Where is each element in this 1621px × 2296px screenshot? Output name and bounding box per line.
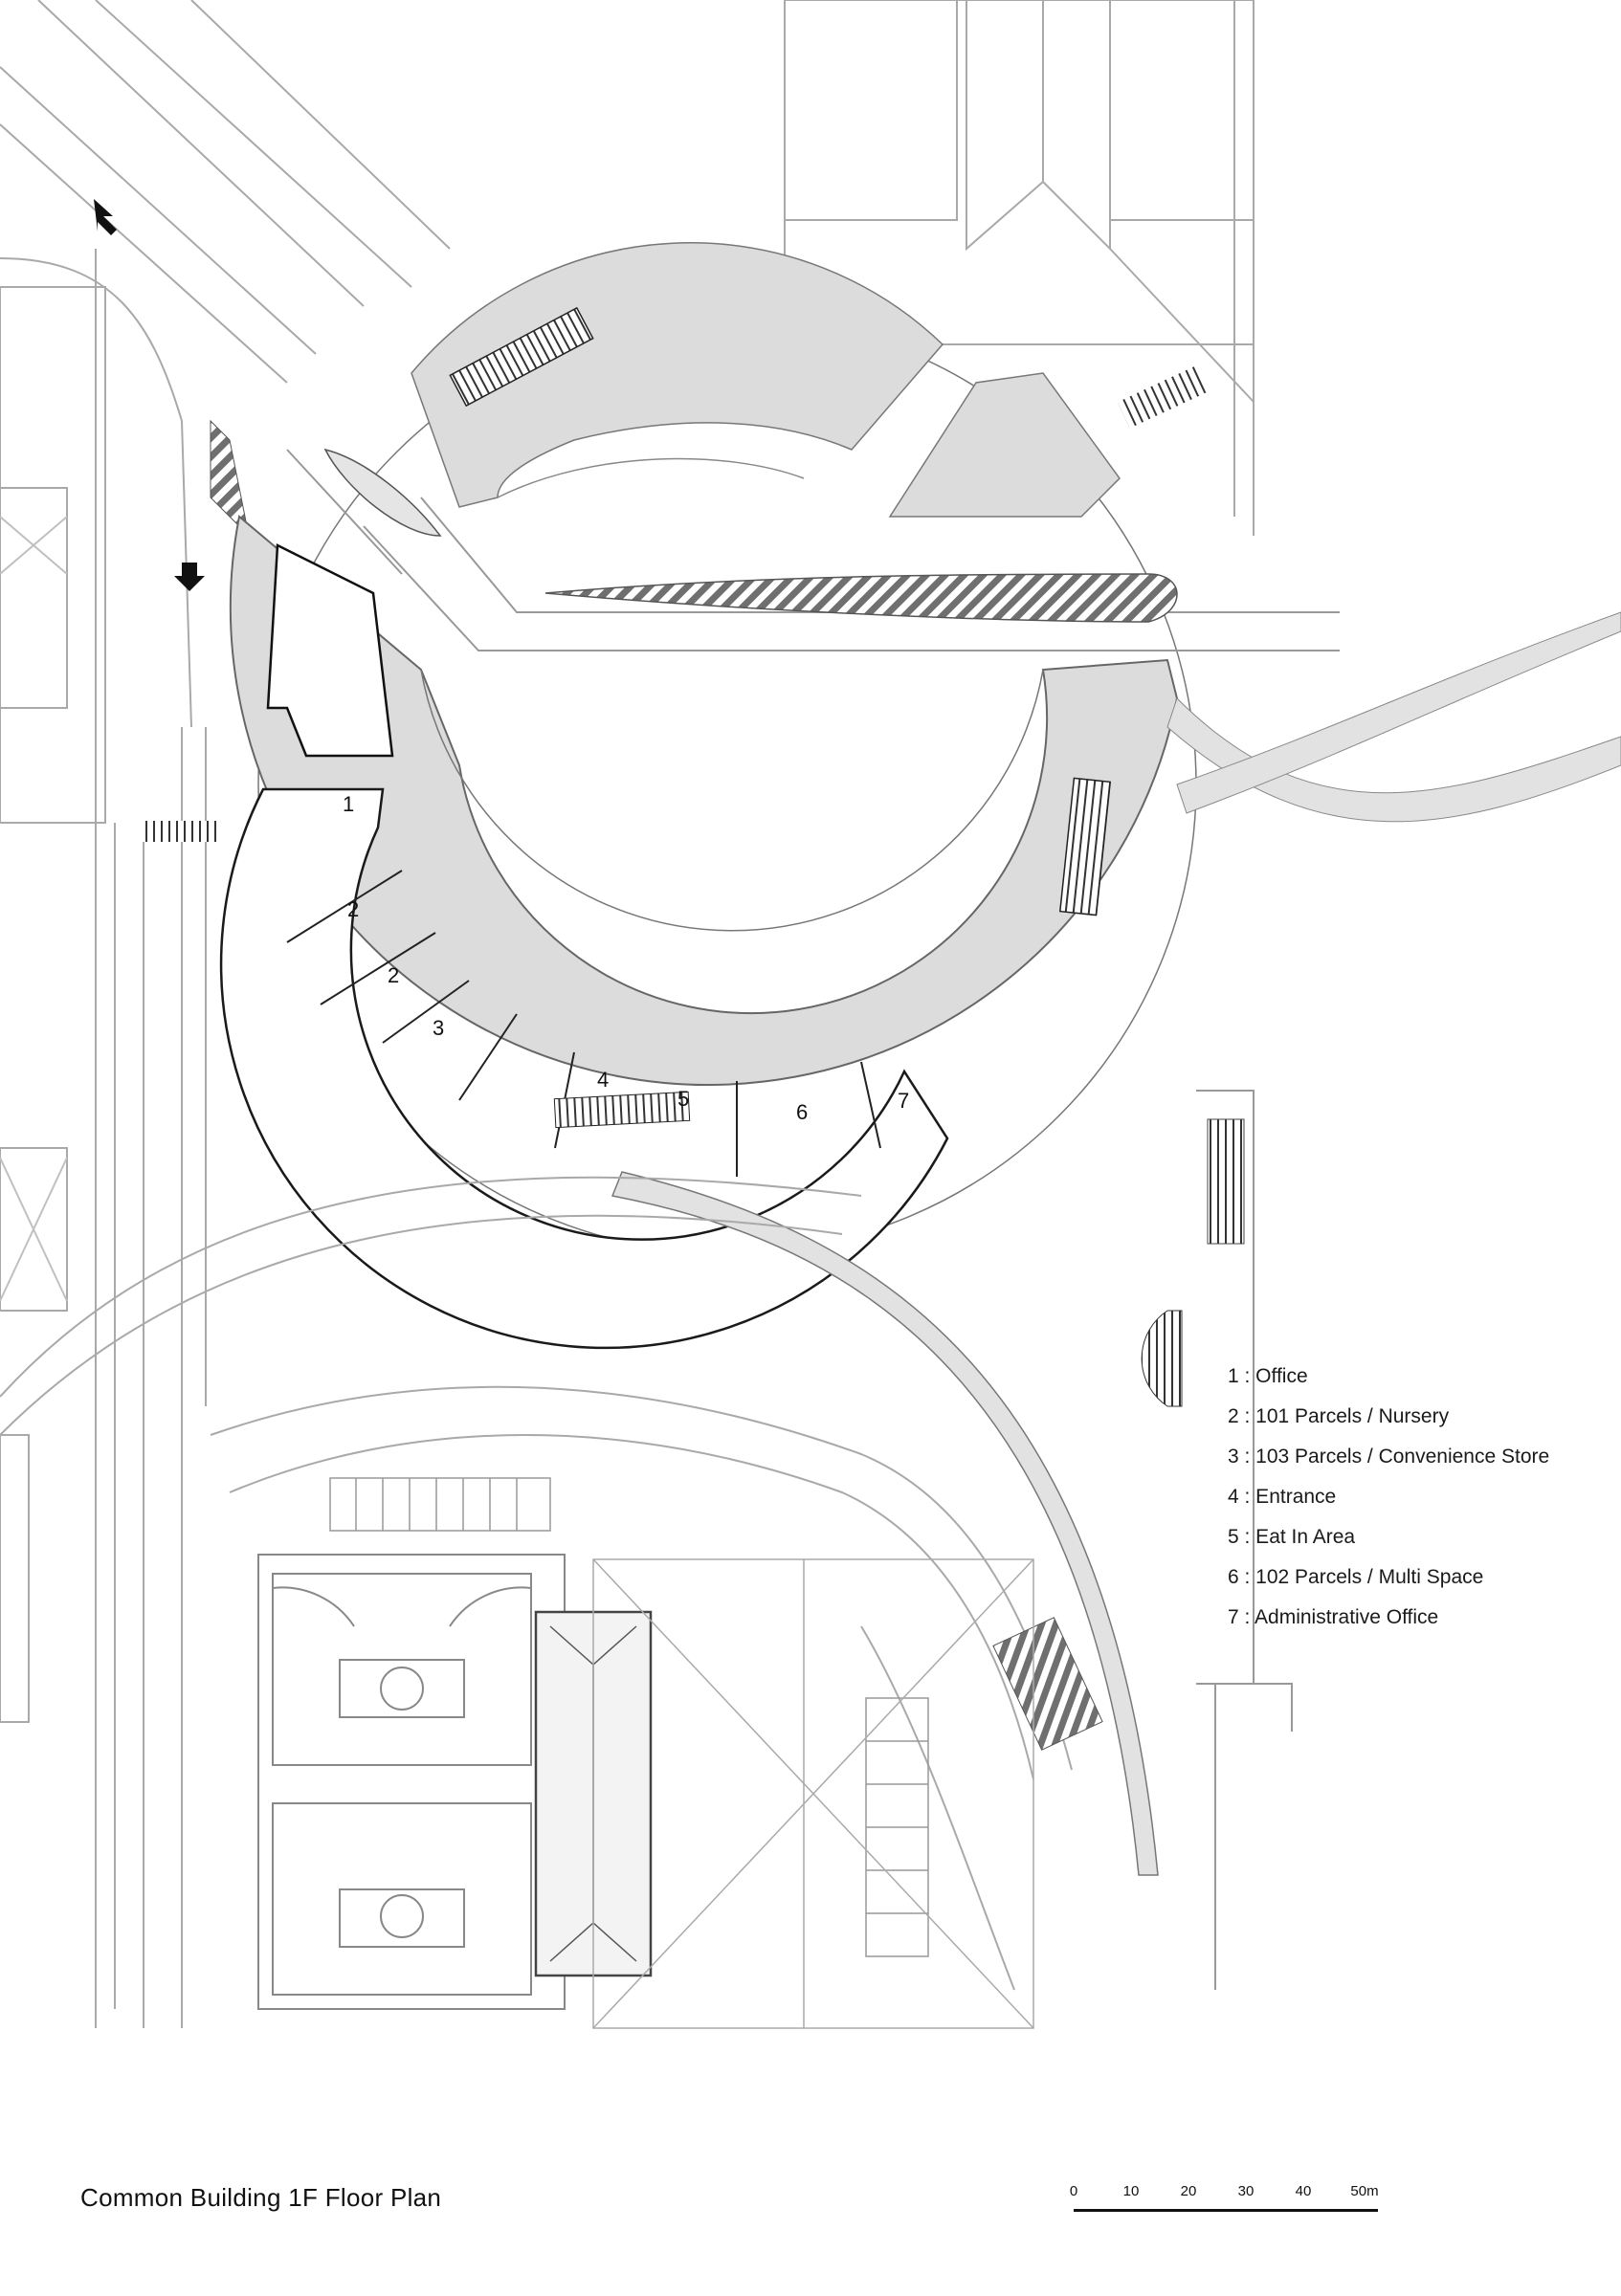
lower-road-arcs	[0, 1176, 1073, 1991]
legend-item-admin: 7 : Administrative Office	[1228, 1606, 1439, 1628]
scale-tick-20: 20	[1180, 2183, 1197, 2199]
bridge-ramp-diagonal	[1176, 611, 1621, 814]
parking-stalls-top	[329, 1477, 551, 1532]
scale-tick-40: 40	[1295, 2183, 1312, 2199]
legend: 1 : Office 2 : 101 Parcels / Nursery 3 :…	[1228, 1357, 1549, 1638]
scale-bar-line	[1074, 2209, 1378, 2212]
label-entrance: 4	[597, 1068, 609, 1092]
triangle-canopy	[888, 372, 1121, 518]
parking-stalls-right	[865, 1697, 929, 1957]
bridge-ramp-lower	[611, 1171, 1159, 1876]
stair-right	[1058, 777, 1112, 916]
label-admin: 7	[898, 1089, 909, 1113]
label-nursery-a: 2	[347, 897, 359, 921]
hatched-zone-lower	[992, 1617, 1103, 1751]
stair-upper	[449, 306, 594, 408]
central-road	[286, 449, 1340, 651]
legend-item-entrance: 4 : Entrance	[1228, 1486, 1337, 1508]
scale-tick-10: 10	[1122, 2183, 1140, 2199]
road-median-hatched	[544, 573, 1178, 623]
upper-canopy	[411, 242, 944, 508]
scale-tick-0: 0	[1069, 2183, 1078, 2199]
label-multi-space: 6	[796, 1100, 808, 1124]
legend-item-store: 3 : 103 Parcels / Convenience Store	[1228, 1446, 1550, 1468]
crosswalk-left	[142, 821, 218, 842]
label-nursery-b: 2	[388, 963, 399, 987]
service-core	[266, 543, 394, 758]
scale-tick-30: 30	[1237, 2183, 1255, 2199]
bridge-ramp-upper	[1166, 697, 1621, 823]
ring-building	[229, 515, 1179, 1087]
amphitheatre	[1141, 1310, 1183, 1407]
scale-tick-50: 50m	[1350, 2183, 1379, 2199]
crosswalk-upper-right	[1117, 365, 1209, 429]
drawing-title: Common Building 1F Floor Plan	[80, 2183, 442, 2212]
stair-far-right	[1207, 1118, 1245, 1245]
left-vertical-road	[0, 249, 207, 2028]
canopy-inner-edge	[497, 457, 805, 498]
direction-arrow-icon	[94, 199, 117, 235]
upper-left-road	[0, 0, 451, 728]
enclosed-rooms	[219, 787, 949, 1350]
legend-item-multi-space: 6 : 102 Parcels / Multi Space	[1228, 1566, 1484, 1588]
scale-bar: 0 10 20 30 40 50m	[1068, 2183, 1384, 2221]
label-office: 1	[343, 792, 354, 816]
right-boundary	[1196, 1090, 1293, 1990]
label-store: 3	[433, 1016, 444, 1040]
lower-lot-lines	[592, 1558, 1034, 2029]
legend-item-eat-in: 5 : Eat In Area	[1228, 1526, 1356, 1548]
sports-courts	[257, 1554, 566, 2010]
teardrop-island	[323, 448, 442, 537]
median-left-hatched	[210, 419, 250, 538]
courtyard-edge	[420, 669, 1044, 932]
eat-in-counter	[553, 1091, 691, 1129]
legend-item-nursery: 2 : 101 Parcels / Nursery	[1228, 1405, 1450, 1427]
room-partitions	[286, 870, 881, 1177]
legend-item-office: 1 : Office	[1228, 1365, 1308, 1387]
arrow-down-icon	[174, 563, 205, 591]
label-eat-in: 5	[677, 1087, 689, 1111]
top-plaza-block	[784, 0, 1255, 536]
